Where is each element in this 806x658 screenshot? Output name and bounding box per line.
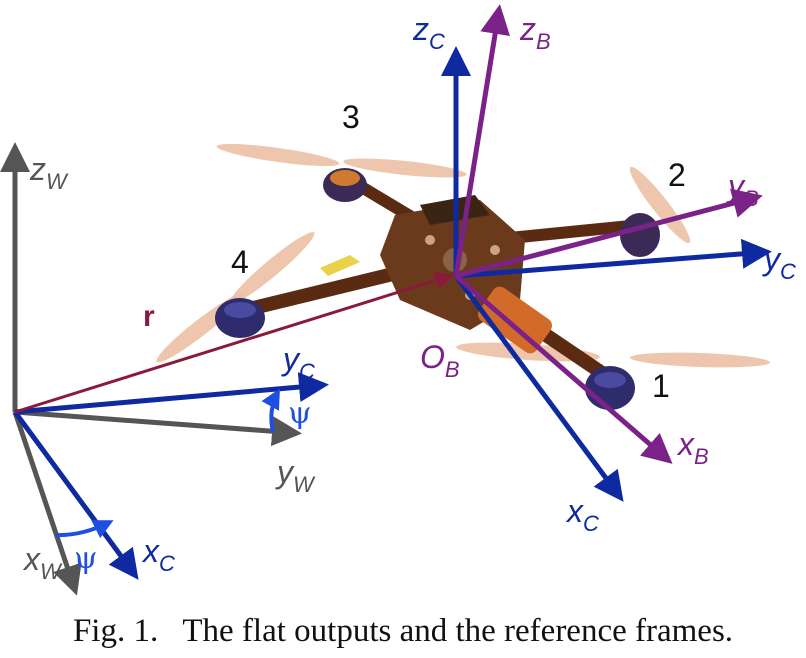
propeller-3 (216, 143, 467, 178)
y-b-label: yB (726, 168, 759, 211)
o-b-label: OB (420, 339, 460, 382)
y-w-label: yW (275, 454, 316, 497)
y-c-world-label: yC (281, 341, 315, 384)
psi-label-top: ψ (288, 396, 312, 431)
figure-caption: Fig. 1. The flat outputs and the referen… (72, 613, 734, 649)
y-c-body-label: yC (762, 241, 796, 284)
rotor-3-label: 3 (342, 99, 360, 135)
motor-4 (215, 298, 265, 338)
motor-3 (323, 168, 367, 202)
r-label: r (143, 300, 155, 333)
reference-frames-diagram: 1 2 3 4 zW yW xW yC xC (0, 4, 796, 596)
yaw-angle-arcs (55, 388, 280, 539)
propeller-2 (629, 166, 691, 244)
x-b-label: xB (676, 426, 709, 469)
propeller-1 (456, 342, 770, 368)
x-c-body-axis (453, 274, 624, 502)
x-c-world-label: xC (141, 533, 175, 576)
body-camera-frame (441, 46, 772, 502)
yaw-arc-bottom (55, 520, 114, 539)
x-w-label: xW (22, 541, 63, 584)
z-b-axis (453, 4, 510, 277)
x-w-axis (12, 411, 82, 596)
y-b-axis (455, 188, 763, 279)
position-vector-r (14, 271, 454, 414)
psi-label-bottom: ψ (74, 541, 98, 576)
x-b-axis (454, 274, 673, 464)
motor-1 (585, 366, 635, 410)
yaw-arc-top (261, 388, 280, 433)
body-frame (453, 4, 763, 464)
z-c-body-label: zC (412, 11, 445, 54)
y-w-axis (14, 409, 302, 447)
x-c-world-axis (12, 410, 139, 580)
y-c-body-axis (455, 238, 772, 279)
x-c-body-label: xC (565, 493, 599, 536)
rotor-4-label: 4 (231, 244, 249, 280)
z-w-label: zW (29, 151, 69, 194)
z-b-label: zB (519, 11, 551, 54)
motor-2 (620, 213, 660, 257)
rotor-2-label: 2 (668, 157, 686, 193)
rotor-1-label: 1 (652, 368, 670, 404)
world-frame (0, 142, 302, 596)
